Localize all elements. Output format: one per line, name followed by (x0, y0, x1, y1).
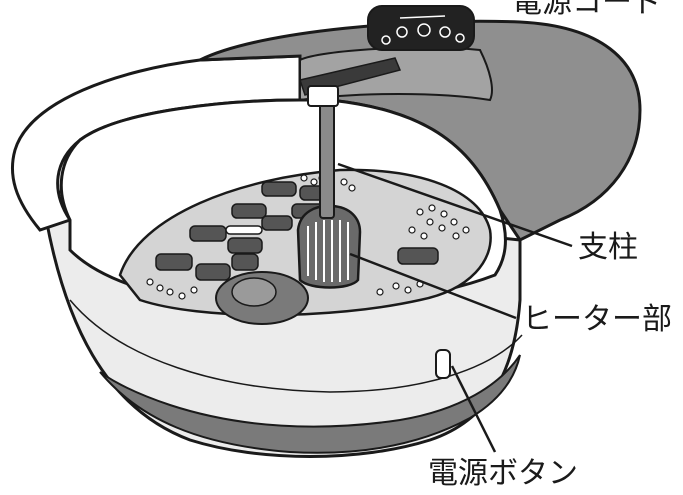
floor-slot (225, 225, 263, 235)
roller-icon (261, 215, 293, 231)
roller-icon (189, 225, 263, 254)
roller-icon (155, 253, 259, 281)
lid-ridge (299, 46, 493, 102)
nub-icon (300, 174, 308, 182)
button-leader (450, 365, 497, 453)
massage-pad-center (231, 277, 277, 307)
power-button-shape (435, 349, 451, 379)
heater-leader (349, 252, 517, 320)
tub-seam-line (69, 299, 523, 393)
pillar-leader (337, 162, 573, 248)
pillar-label: 支柱 (578, 230, 638, 265)
power-button-label: 電源ボタン (428, 456, 578, 491)
control-panel-icons (381, 15, 465, 45)
tub-base-band (99, 354, 521, 454)
roller-icon (397, 247, 439, 265)
heater-unit (296, 204, 362, 289)
power-cord-label: 電源コード (512, 0, 662, 20)
support-pillar (307, 85, 339, 219)
leader-lines (337, 162, 573, 453)
heater-label: ヒーター部 (522, 302, 672, 337)
control-panel (367, 5, 475, 51)
